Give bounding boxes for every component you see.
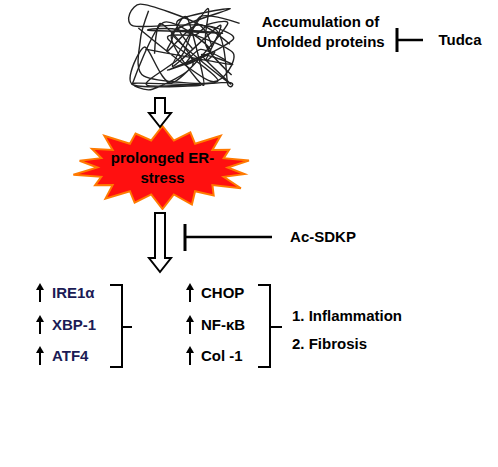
node-text: Ac-SDKP <box>290 227 356 247</box>
up-arrow-head <box>186 315 194 322</box>
text-holder: prolonged ER-stress <box>70 125 255 210</box>
node-text: Tudca <box>438 30 481 50</box>
up-arrow-head <box>186 346 194 353</box>
up-arrow <box>39 320 41 334</box>
starburst-shape <box>70 125 255 210</box>
up-arrow <box>39 351 41 365</box>
bracket <box>258 285 282 367</box>
inhibitor-label: Tudca <box>425 28 495 52</box>
inhibition-line <box>185 236 272 239</box>
up-arrow <box>189 351 191 365</box>
protein-strand <box>130 21 228 89</box>
up-arrow-head <box>186 283 194 290</box>
inhibition-connector <box>397 28 423 52</box>
text-holder: Ac-SDKP <box>278 226 368 248</box>
outcome-label: 2. Fibrosis <box>292 335 367 353</box>
block-arrow <box>149 213 171 272</box>
starburst-outline <box>73 126 249 209</box>
node-text: prolonged ER-stress <box>108 148 218 188</box>
inhibition-bar <box>184 224 187 251</box>
marker-label: ATF4 <box>52 347 88 365</box>
up-arrow-head <box>36 283 44 290</box>
inhibition-line <box>397 39 423 42</box>
bracket <box>110 285 132 367</box>
outcome-label: 1. Inflammation <box>292 307 402 325</box>
stress-starburst: prolonged ER-stress <box>70 125 255 210</box>
inhibition-bar <box>396 28 399 52</box>
text-holder: Accumulation of Unfolded proteins <box>248 12 393 52</box>
marker-label: IRE1α <box>52 284 95 302</box>
protein-illustration: Accumulation of Unfolded proteins <box>120 0 397 97</box>
block-arrow-shape <box>149 98 171 127</box>
marker-label: NF-κB <box>201 316 245 334</box>
up-arrow <box>39 288 41 302</box>
up-arrow <box>189 288 191 302</box>
text-holder: Tudca <box>425 28 495 52</box>
marker-label: XBP-1 <box>52 316 96 334</box>
protein-tangle <box>120 0 250 97</box>
up-arrow-head <box>36 315 44 322</box>
marker-label: CHOP <box>201 284 244 302</box>
inhibitor-label: Ac-SDKP <box>278 226 368 248</box>
block-arrow <box>149 98 171 127</box>
node-text: Accumulation of Unfolded proteins <box>248 12 393 52</box>
up-arrow-head <box>36 346 44 353</box>
up-arrow <box>189 320 191 334</box>
marker-label: Col -1 <box>201 347 243 365</box>
